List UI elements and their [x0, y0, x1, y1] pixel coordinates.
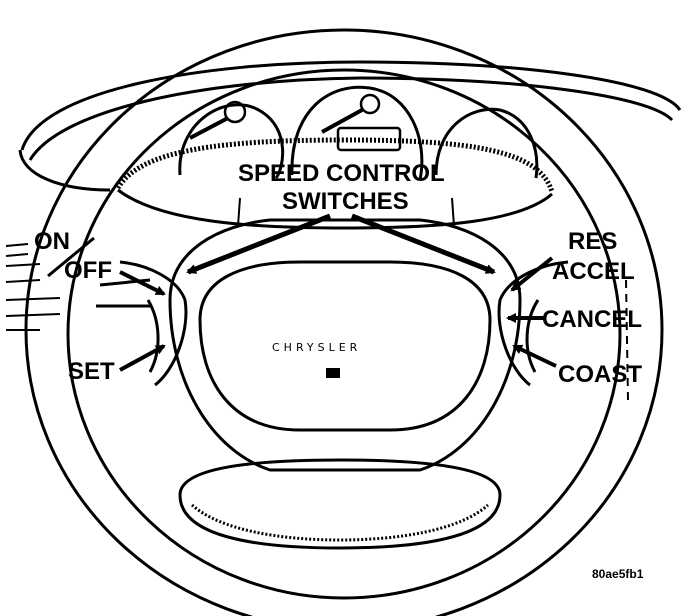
- label-cancel: CANCEL: [542, 306, 642, 333]
- arrow-to-right-switch: [351, 213, 496, 275]
- label-coast: COAST: [558, 361, 642, 388]
- label-on: ON: [34, 228, 70, 255]
- dashboard-outline: [18, 60, 682, 192]
- cluster-bezel: [115, 137, 555, 230]
- figure-id: 80ae5fb1: [592, 567, 644, 581]
- airbag-brand-text: CHRYSLER: [272, 341, 362, 354]
- arrow-coast: [512, 344, 557, 368]
- right-dashed-guide: [625, 279, 629, 401]
- left-hatching: [5, 243, 61, 331]
- arrow-off: [119, 270, 166, 296]
- lower-spoke-pad: [178, 458, 502, 550]
- label-accel: ACCEL: [552, 258, 635, 285]
- label-res: RES: [568, 228, 618, 255]
- arrow-res-accel: [510, 256, 554, 292]
- pentastar-logo: [326, 368, 340, 378]
- arrow-set: [119, 344, 166, 372]
- title-line-2: SWITCHES: [282, 188, 409, 215]
- label-off: OFF: [64, 257, 112, 284]
- title-line-1: SPEED CONTROL: [238, 160, 445, 187]
- on-off-divider: [47, 236, 95, 278]
- label-set: SET: [68, 358, 115, 385]
- arrow-to-left-switch: [186, 213, 331, 275]
